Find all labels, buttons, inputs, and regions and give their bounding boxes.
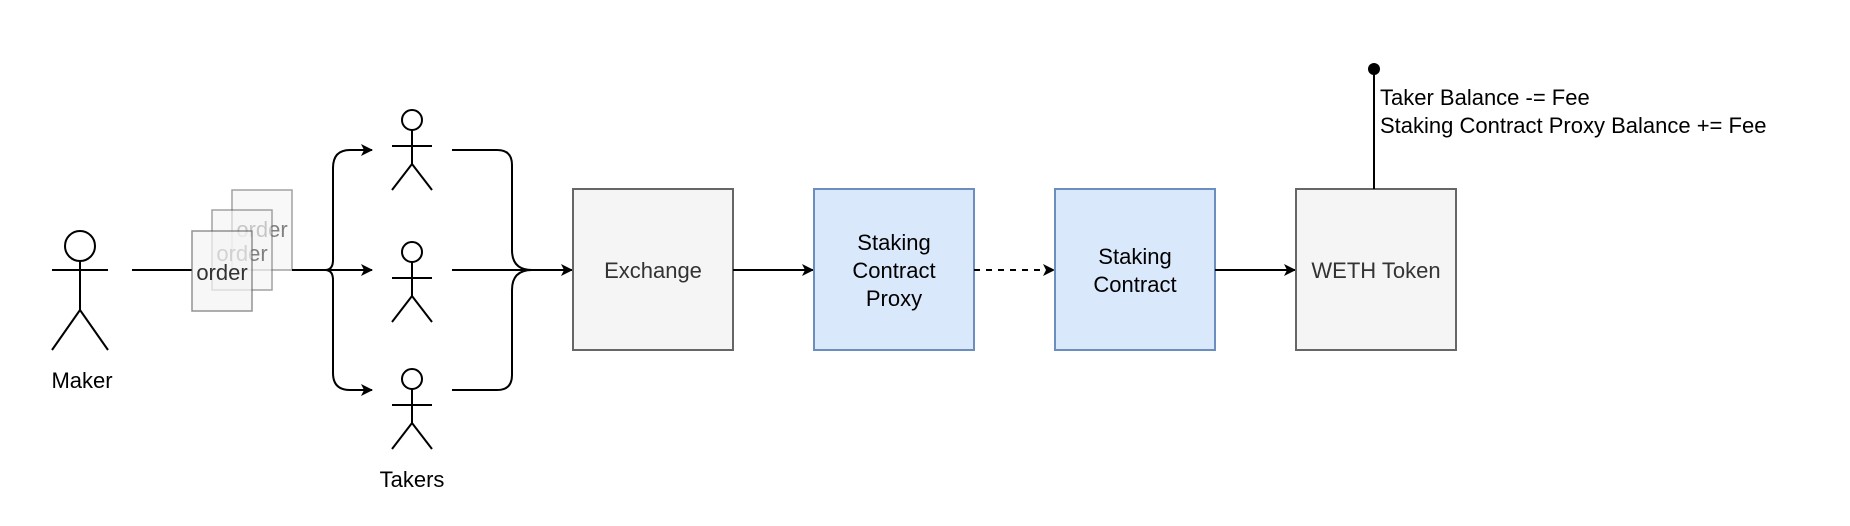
- staking-proxy-label-line3: Proxy: [866, 286, 922, 311]
- taker-actor-top: [391, 109, 433, 191]
- exchange-node: Exchange: [572, 188, 734, 351]
- staking-contract-label-line2: Contract: [1093, 272, 1176, 297]
- order-card-front: order: [191, 230, 253, 312]
- annotation-line1: Taker Balance -= Fee: [1380, 85, 1590, 110]
- order-stack: order order order: [191, 189, 293, 312]
- fee-annotation: Taker Balance -= Fee Staking Contract Pr…: [1368, 63, 1766, 189]
- annotation-dot: [1368, 63, 1380, 75]
- staking-proxy-node: Staking Contract Proxy: [813, 188, 975, 351]
- takers-label: Takers: [380, 467, 445, 492]
- order-label-front: order: [196, 260, 247, 285]
- weth-token-node: WETH Token: [1295, 188, 1457, 351]
- weth-token-label: WETH Token: [1311, 258, 1440, 283]
- staking-proxy-label-line2: Contract: [852, 258, 935, 283]
- maker-actor: [51, 230, 109, 351]
- annotation-line2: Staking Contract Proxy Balance += Fee: [1380, 113, 1766, 138]
- staking-contract-node: Staking Contract: [1054, 188, 1216, 351]
- taker-actor-middle: [391, 241, 433, 323]
- takers-to-exchange-edges: [452, 149, 573, 391]
- orders-to-takers-edges: [292, 144, 373, 396]
- exchange-label: Exchange: [604, 258, 702, 283]
- taker-actor-bottom: [391, 368, 433, 450]
- staking-proxy-label-line1: Staking: [857, 230, 930, 255]
- staking-contract-label-line1: Staking: [1098, 244, 1171, 269]
- maker-label: Maker: [51, 368, 112, 393]
